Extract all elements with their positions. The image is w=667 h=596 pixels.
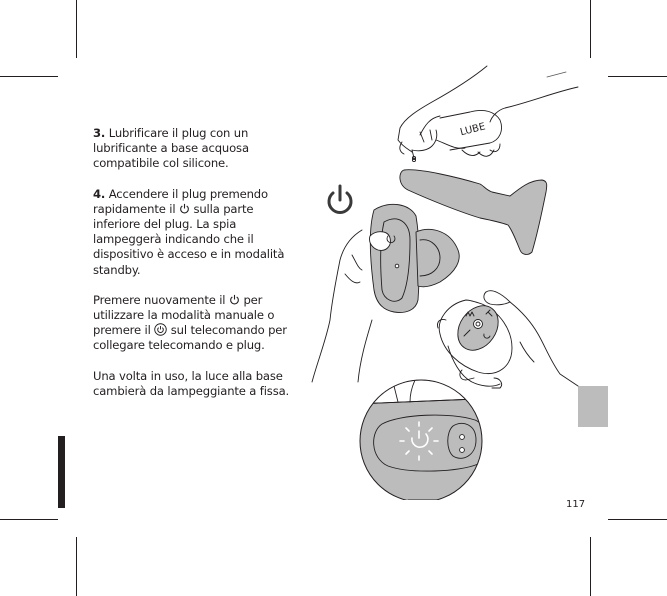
crop-mark-tr-v (590, 0, 591, 58)
power-icon (327, 184, 353, 214)
crop-mark-br-v (590, 537, 591, 596)
hand-with-lube-icon (397, 65, 579, 161)
instruction-text: 3. Lubrificare il plug con un lubrifican… (93, 126, 303, 414)
remote-hand-icon (437, 290, 579, 389)
crop-mark-tl-h (0, 76, 58, 77)
plug-side-icon (399, 169, 548, 255)
step-4: 4. Accendere il plug premendo rapidament… (93, 187, 303, 278)
remote-paragraph: Premere nuovamente il per utilizzare la … (93, 293, 303, 354)
usage-illustration: LUBE (311, 65, 579, 500)
step-text: Accendere il plug premendo rapidamente i… (93, 186, 268, 216)
power-icon (179, 203, 190, 214)
circled-power-icon (154, 323, 167, 336)
step-number: 3. (93, 126, 106, 140)
crop-mark-br-h (608, 519, 667, 520)
step-text: sulla parte inferiore del plug. La spia … (93, 201, 285, 277)
page-number: 117 (566, 499, 586, 510)
lube-label: LUBE (459, 121, 486, 138)
paragraph-text: Una volta in uso, la luce alla base camb… (93, 368, 290, 398)
left-hand-icon (311, 229, 373, 383)
step-number: 4. (93, 186, 106, 201)
crop-mark-tl-v (76, 0, 77, 58)
step-3: 3. Lubrificare il plug con un lubrifican… (93, 126, 303, 172)
crop-mark-bl-v (76, 537, 77, 596)
paragraph-text: sul telecomando per collegare telecomand… (93, 323, 287, 353)
paragraph-text: Premere nuovamente il (93, 292, 229, 307)
crop-mark-tr-h (608, 76, 667, 77)
chapter-tab (578, 386, 608, 427)
plug-base-icon (369, 203, 420, 313)
power-icon (229, 294, 240, 305)
paragraph-text: per utilizzare la modalità manuale o pre… (93, 292, 275, 338)
section-marker-bar (58, 436, 65, 508)
step-text: Lubrificare il plug con un lubrificante … (93, 126, 249, 171)
crop-mark-bl-h (0, 519, 58, 520)
light-paragraph: Una volta in uso, la luce alla base camb… (93, 369, 303, 399)
